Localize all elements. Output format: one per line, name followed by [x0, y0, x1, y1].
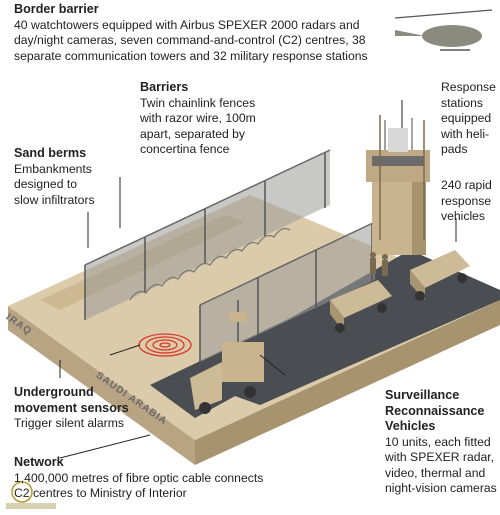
- base-left-side: [8, 306, 195, 465]
- soldiers: [370, 252, 388, 276]
- fence-back: [84, 149, 331, 320]
- response-stations-line: pads: [441, 142, 468, 156]
- surveillance-vehicle: [190, 300, 264, 414]
- barriers-line: Twin chainlink fences: [140, 95, 256, 110]
- rapid-response-line: 240 rapid: [441, 178, 492, 192]
- border-barrier-title: Border barrier: [14, 2, 99, 16]
- sand-berms-line: slow infiltrators: [14, 192, 95, 207]
- barriers-line: apart, separated by: [140, 126, 246, 141]
- rapid-response-line: vehicles: [441, 209, 486, 223]
- sand-berms-callout: Sand berms Embankments designed to slow …: [14, 146, 134, 208]
- barriers-callout: Barriers Twin chainlink fences with razo…: [140, 80, 290, 158]
- underground-sensors-text: Trigger silent alarms: [14, 416, 124, 430]
- barriers-line: with razor wire, 100m: [140, 111, 256, 125]
- response-stations-line: equipped: [441, 111, 492, 125]
- rapid-response-vehicle: [330, 280, 392, 333]
- surveillance-vehicles-line: with SPEXER radar,: [385, 450, 495, 464]
- sand-berms-line: designed to: [14, 177, 78, 191]
- network-line: C2 centres to Ministry of Interior: [14, 486, 187, 500]
- watermark-logo: [6, 481, 56, 509]
- network-callout: Network 1,400,000 metres of fibre optic …: [14, 455, 344, 502]
- underground-sensors-title: Underground: [14, 385, 94, 399]
- underground-sensors-title: movement sensors: [14, 400, 129, 415]
- surveillance-vehicles-title: Reconnaissance: [385, 403, 485, 418]
- watchtower: [366, 118, 430, 255]
- surveillance-vehicles-line: video, thermal and: [385, 465, 486, 480]
- surveillance-vehicles-line: night-vision cameras: [385, 481, 497, 495]
- network-line: 1,400,000 metres of fibre optic cable co…: [14, 470, 264, 485]
- sand-berms-line: Embankments: [14, 161, 92, 176]
- border-barrier-line: separate communication towers and 32 mil…: [14, 48, 368, 63]
- barriers-line: concertina fence: [140, 142, 230, 156]
- sand-berms-title: Sand berms: [14, 146, 87, 160]
- response-stations-callout: Response stations equipped with heli- pa…: [441, 80, 500, 158]
- barriers-title: Barriers: [140, 80, 189, 94]
- response-stations-line: stations: [441, 95, 484, 110]
- leader-lines: [59, 100, 457, 459]
- helicopter: [394, 9, 493, 51]
- rapid-response-vehicle: [410, 250, 470, 301]
- network-title: Network: [14, 455, 64, 469]
- underground-sensors-callout: Underground movement sensors Trigger sil…: [14, 385, 174, 432]
- rapid-response-callout: 240 rapid response vehicles: [441, 178, 500, 225]
- base-right-side: [195, 300, 500, 465]
- rapid-response-line: response: [441, 193, 492, 208]
- border-barrier-line: 40 watchtowers equipped with Airbus SPEX…: [14, 17, 360, 32]
- surveillance-vehicles-line: 10 units, each fitted: [385, 434, 491, 449]
- response-stations-line: Response: [441, 80, 496, 94]
- concertina-fence: [129, 227, 291, 301]
- border-barrier-line: day/night cameras, seven command-and-con…: [14, 33, 366, 47]
- surveillance-vehicles-title: Surveillance: [385, 388, 460, 402]
- surveillance-vehicles-title: Vehicles: [385, 419, 436, 433]
- border-barrier-callout: Border barrier 40 watchtowers equipped w…: [14, 2, 414, 64]
- response-stations-line: with heli-: [441, 126, 490, 141]
- surveillance-vehicles-callout: Surveillance Reconnaissance Vehicles 10 …: [385, 388, 500, 497]
